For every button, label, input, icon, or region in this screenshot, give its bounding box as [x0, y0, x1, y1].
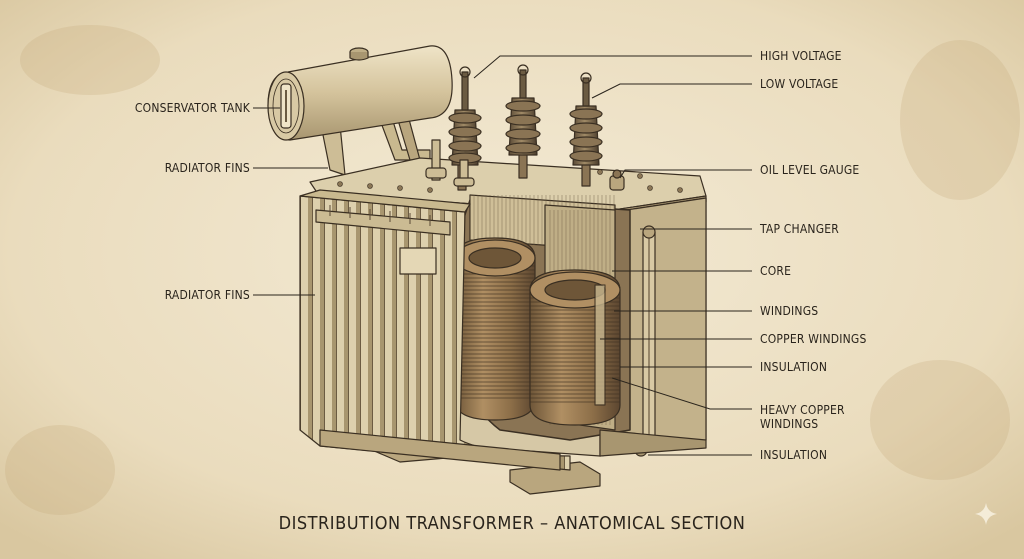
label-high-voltage: HIGH VOLTAGE	[760, 49, 842, 63]
label-radiator-fins-side: RADIATOR FINS	[164, 288, 250, 302]
leader-oil-level-gauge	[619, 169, 752, 179]
conservator-tank	[267, 45, 453, 141]
label-low-voltage: LOW VOLTAGE	[760, 77, 839, 91]
sparkle-icon	[975, 503, 997, 525]
label-tap-changer: TAP CHANGER	[760, 222, 839, 236]
label-insulation-bottom: INSULATION	[760, 448, 828, 462]
label-insulation-mid: INSULATION	[760, 360, 828, 374]
label-oil-level-gauge: OIL LEVEL GAUGE	[760, 163, 860, 177]
label-heavy-copper-windings-line1: HEAVY COPPER	[760, 403, 845, 417]
leader-low-voltage	[591, 83, 752, 99]
leader-lines	[253, 55, 752, 456]
oil-level-gauge	[609, 169, 625, 191]
leader-heavy-copper-windings	[611, 377, 752, 410]
label-radiator-fins-top: RADIATOR FINS	[164, 161, 250, 175]
radiator-fins-block	[299, 189, 571, 471]
diagram-caption: DISTRIBUTION TRANSFORMER – ANATOMICAL SE…	[278, 513, 746, 534]
paper-stains	[5, 25, 1020, 515]
bushing-hv-2	[505, 64, 541, 179]
label-copper-windings: COPPER WINDINGS	[760, 332, 867, 346]
windings-left	[454, 237, 536, 421]
small-bushings	[425, 139, 475, 187]
label-windings: WINDINGS	[760, 304, 819, 318]
bushing-lv	[569, 72, 603, 187]
label-conservator-tank: CONSERVATOR TANK	[134, 101, 250, 115]
label-heavy-copper-windings-line2: WINDINGS	[760, 417, 819, 431]
transformer-drawing	[267, 45, 707, 495]
label-core: CORE	[760, 264, 792, 278]
windings-right	[529, 269, 621, 426]
leader-high-voltage	[473, 55, 752, 79]
